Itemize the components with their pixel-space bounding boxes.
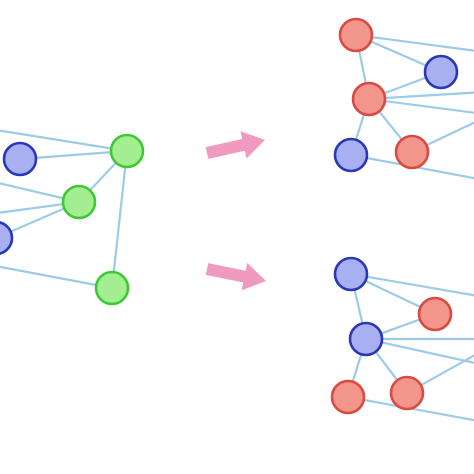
input-graph-node-green bbox=[94, 270, 130, 306]
arrow-top-icon bbox=[205, 131, 265, 159]
input-graph-node-green bbox=[61, 184, 97, 220]
output-graph-bottom bbox=[330, 256, 453, 415]
input-graph-node-green bbox=[109, 133, 145, 169]
output-graph-bottom-node-blue bbox=[348, 321, 384, 357]
input-graph-edge bbox=[0, 265, 114, 290]
output-graph-top-node-blue bbox=[423, 54, 459, 90]
edges-layer bbox=[0, 33, 474, 422]
output-graph-bottom-node-red bbox=[389, 375, 425, 411]
output-graph-bottom-edge bbox=[346, 395, 474, 422]
output-graph-bottom-node-blue bbox=[333, 256, 369, 292]
output-graph-top bbox=[333, 17, 459, 173]
output-graph-top-edge bbox=[367, 97, 474, 114]
output-graph-bottom-edge bbox=[349, 272, 474, 297]
input-graph-node-blue bbox=[0, 221, 14, 255]
input-graph-edge bbox=[0, 129, 129, 153]
output-graph-top-node-red bbox=[351, 81, 387, 117]
output-graph-top-node-red bbox=[338, 17, 374, 53]
output-graph-top-edge bbox=[354, 33, 474, 52]
output-graph-top-node-red bbox=[394, 134, 430, 170]
input-graph-edge bbox=[18, 149, 129, 161]
nodes-layer bbox=[0, 17, 459, 415]
input-graph bbox=[0, 133, 145, 306]
output-graph-top-node-blue bbox=[333, 137, 369, 173]
output-graph-bottom-node-red bbox=[417, 296, 453, 332]
arrows-layer bbox=[205, 131, 266, 291]
arrow-bottom-icon bbox=[205, 262, 266, 291]
output-graph-top-edge bbox=[367, 91, 474, 101]
input-graph-node-blue bbox=[2, 141, 38, 177]
output-graph-bottom-node-red bbox=[330, 379, 366, 415]
input-graph-edge bbox=[110, 149, 129, 290]
